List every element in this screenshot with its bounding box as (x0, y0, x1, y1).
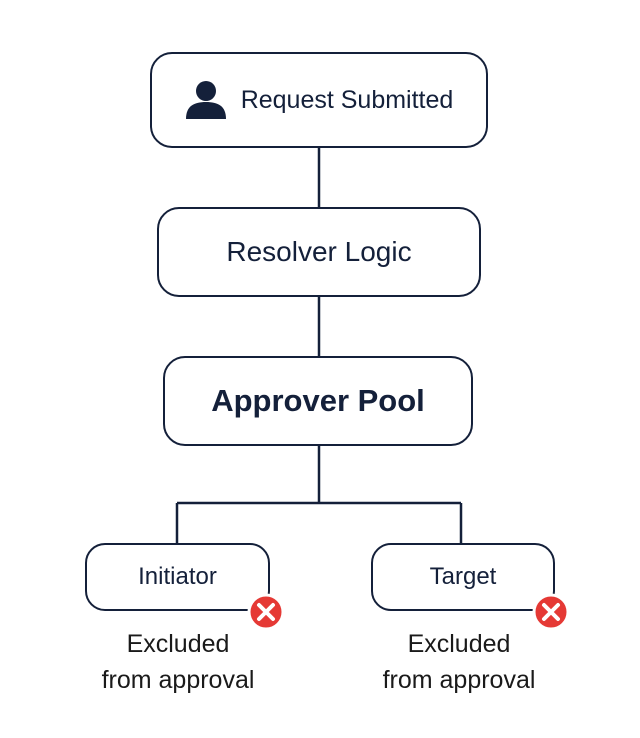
target-label: Target (429, 563, 497, 590)
x-circle-icon (532, 593, 570, 631)
initiator-excluded-note: Excluded from approval (66, 626, 290, 698)
target-note-line1: Excluded (407, 630, 511, 658)
initiator-note-line2: from approval (101, 666, 255, 694)
x-circle-icon (247, 593, 285, 631)
approver-pool-label: Approver Pool (211, 383, 425, 418)
approver-pool-node: Approver Pool (163, 356, 473, 446)
target-note-line2: from approval (382, 666, 536, 694)
resolver-logic-label: Resolver Logic (226, 236, 412, 267)
initiator-node: Initiator (85, 543, 270, 611)
initiator-label: Initiator (138, 563, 217, 590)
request-submitted-label: Request Submitted (240, 85, 454, 114)
resolver-logic-node: Resolver Logic (157, 207, 481, 297)
person-icon (185, 81, 226, 119)
target-excluded-note: Excluded from approval (347, 626, 571, 698)
initiator-note-line1: Excluded (126, 630, 230, 658)
request-submitted-node: Request Submitted (150, 52, 488, 148)
target-node: Target (371, 543, 555, 611)
